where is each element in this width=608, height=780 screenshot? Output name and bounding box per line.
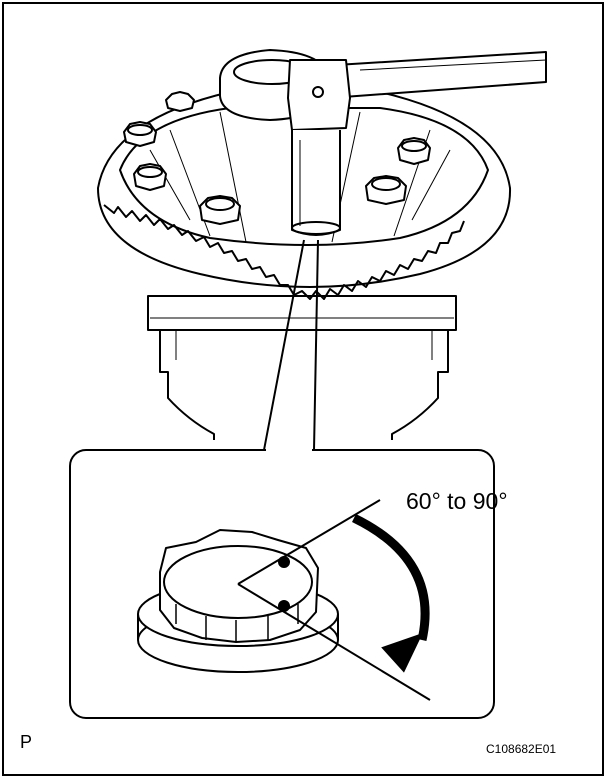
bolt-top-face	[163, 545, 313, 619]
bolt	[133, 163, 167, 191]
rotation-arrow-icon	[352, 513, 430, 641]
bolt	[123, 121, 157, 147]
bolt	[199, 195, 241, 225]
rotation-angle-label: 60° to 90°	[406, 488, 508, 514]
figure-id-label: C108682E01	[486, 742, 557, 756]
angle-marks	[237, 499, 431, 701]
torque-wrench	[219, 49, 547, 236]
bolt	[365, 175, 407, 205]
view-code-label: P	[20, 732, 33, 752]
start-punch-mark	[278, 556, 290, 568]
start-reference-line	[237, 499, 381, 585]
case-bolts	[123, 91, 431, 225]
callout-leader	[263, 239, 319, 451]
differential-assembly	[97, 49, 547, 440]
bolt	[165, 91, 195, 112]
ring-gear-teeth	[103, 204, 465, 300]
detail-bolt	[137, 529, 339, 673]
support-stand	[147, 295, 457, 440]
end-punch-mark	[278, 600, 290, 612]
end-reference-line	[237, 583, 431, 701]
bolt	[397, 137, 431, 165]
